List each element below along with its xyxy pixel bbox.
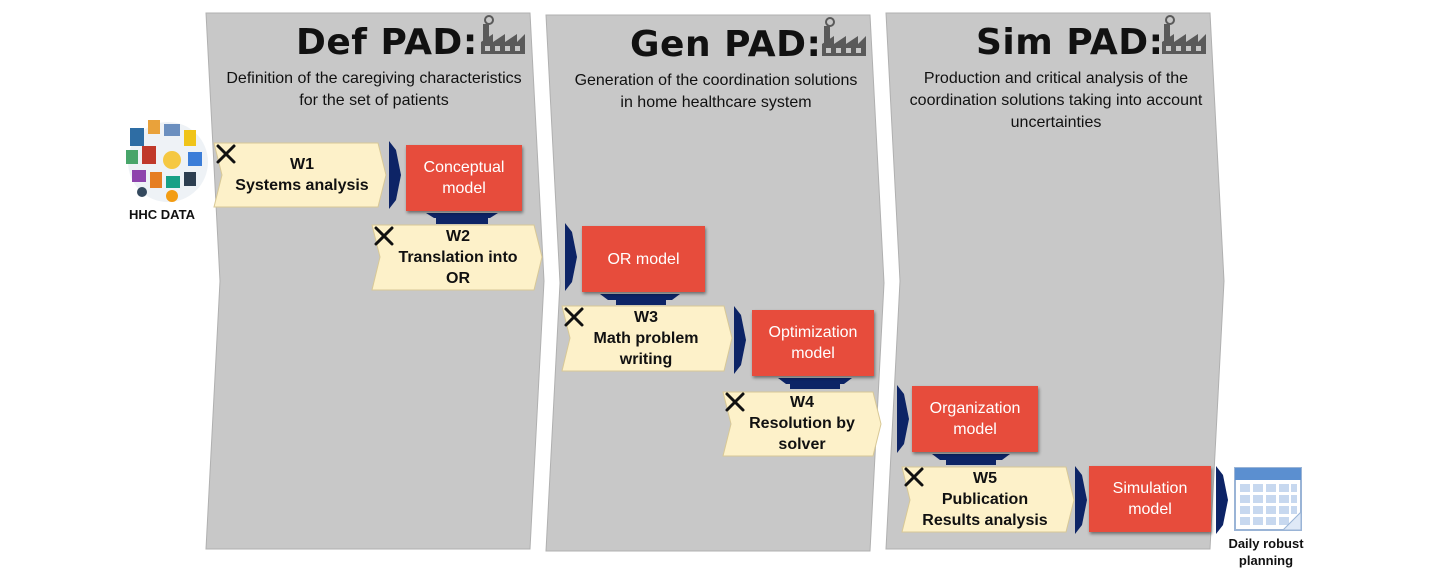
step-w1-id: W1 bbox=[290, 156, 314, 173]
step-w5: W5 Publication Results analysis bbox=[912, 468, 1058, 531]
step-w3-shape bbox=[561, 305, 733, 372]
conceptual-model-box: Conceptual model bbox=[406, 145, 522, 211]
step-w2: W2 Translation into OR bbox=[388, 226, 528, 289]
step-w4-label: Resolution by solver bbox=[749, 415, 855, 453]
step-w1-shape bbox=[213, 142, 387, 208]
arrow-w1-to-conceptual bbox=[389, 141, 401, 209]
tools-icon bbox=[725, 392, 745, 412]
step-w4: W4 Resolution by solver bbox=[736, 392, 868, 455]
step-w3-id: W3 bbox=[634, 309, 658, 326]
step-w2-label: Translation into OR bbox=[398, 249, 518, 287]
gen-pad-title: Gen PAD: bbox=[630, 24, 822, 65]
factory-icon bbox=[1162, 15, 1206, 54]
def-pad-title: Def PAD: bbox=[296, 22, 478, 63]
organization-model-box: Organization model bbox=[912, 386, 1038, 452]
tools-icon bbox=[216, 144, 236, 164]
arrow-conceptual-to-w2-body bbox=[436, 214, 488, 224]
hhc-data-label: HHC DATA bbox=[129, 207, 195, 222]
step-w2-shape bbox=[371, 224, 543, 291]
step-w3: W3 Math problem writing bbox=[578, 307, 714, 370]
tools-icon bbox=[904, 467, 924, 487]
step-w1: W1 Systems analysis bbox=[232, 154, 372, 196]
tools-icon bbox=[564, 307, 584, 327]
arrow-organization-to-w5-body bbox=[946, 455, 996, 465]
step-w2-id: W2 bbox=[446, 228, 470, 245]
or-model-box: OR model bbox=[582, 226, 705, 292]
step-w4-shape bbox=[722, 391, 882, 457]
step-w3-label: Math problem writing bbox=[593, 330, 699, 368]
tools-icon bbox=[374, 226, 394, 246]
arrow-w4-to-organization bbox=[897, 385, 909, 453]
hhc-data-icon bbox=[126, 120, 208, 202]
step-w1-label: Systems analysis bbox=[235, 177, 369, 194]
step-w5-shape bbox=[901, 466, 1075, 533]
gen-pad-description: Generation of the coordination solutions… bbox=[574, 72, 858, 111]
step-w4-id: W4 bbox=[790, 394, 814, 411]
daily-robust-planning-label: Daily robust planning bbox=[1228, 536, 1304, 568]
arrow-w3-to-optimization bbox=[734, 306, 746, 374]
factory-icon bbox=[822, 17, 866, 56]
calendar-icon bbox=[1234, 467, 1302, 531]
arrow-optimization-to-w4-body bbox=[790, 379, 840, 389]
step-w5-id: W5 bbox=[973, 470, 997, 487]
arrow-w2-to-or-model bbox=[565, 223, 577, 291]
sim-pad-description: Production and critical analysis of the … bbox=[909, 70, 1203, 131]
step-w5-label: Publication Results analysis bbox=[922, 491, 1048, 529]
arrow-simulation-to-output bbox=[1216, 466, 1228, 534]
factory-icon bbox=[481, 15, 525, 54]
sim-pad-title: Sim PAD: bbox=[976, 22, 1164, 63]
optimization-model-box: Optimization model bbox=[752, 310, 874, 376]
arrow-or-to-w3-body bbox=[616, 295, 666, 305]
arrow-w5-to-simulation bbox=[1075, 466, 1087, 534]
def-pad-description: Definition of the caregiving characteris… bbox=[226, 70, 522, 109]
simulation-model-box: Simulation model bbox=[1089, 466, 1211, 532]
